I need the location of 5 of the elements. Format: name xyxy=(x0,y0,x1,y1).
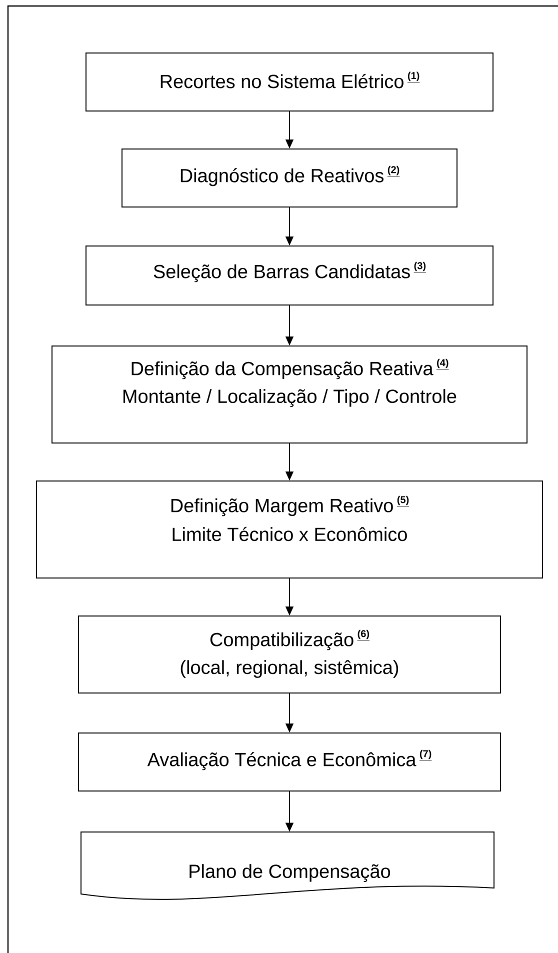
process-box: Recortes no Sistema Elétrico (1) xyxy=(86,52,494,112)
process-box: Definição Margem Reativo (5) Limite Técnico x Econômico xyxy=(36,480,543,578)
process-box: Compatibilização (6) (local, regional, sistêmica) xyxy=(78,616,501,694)
process-box: Seleção de Barras Candidatas (3) xyxy=(86,246,494,306)
process-box: Diagnóstico de Reativos (2) xyxy=(122,148,458,208)
